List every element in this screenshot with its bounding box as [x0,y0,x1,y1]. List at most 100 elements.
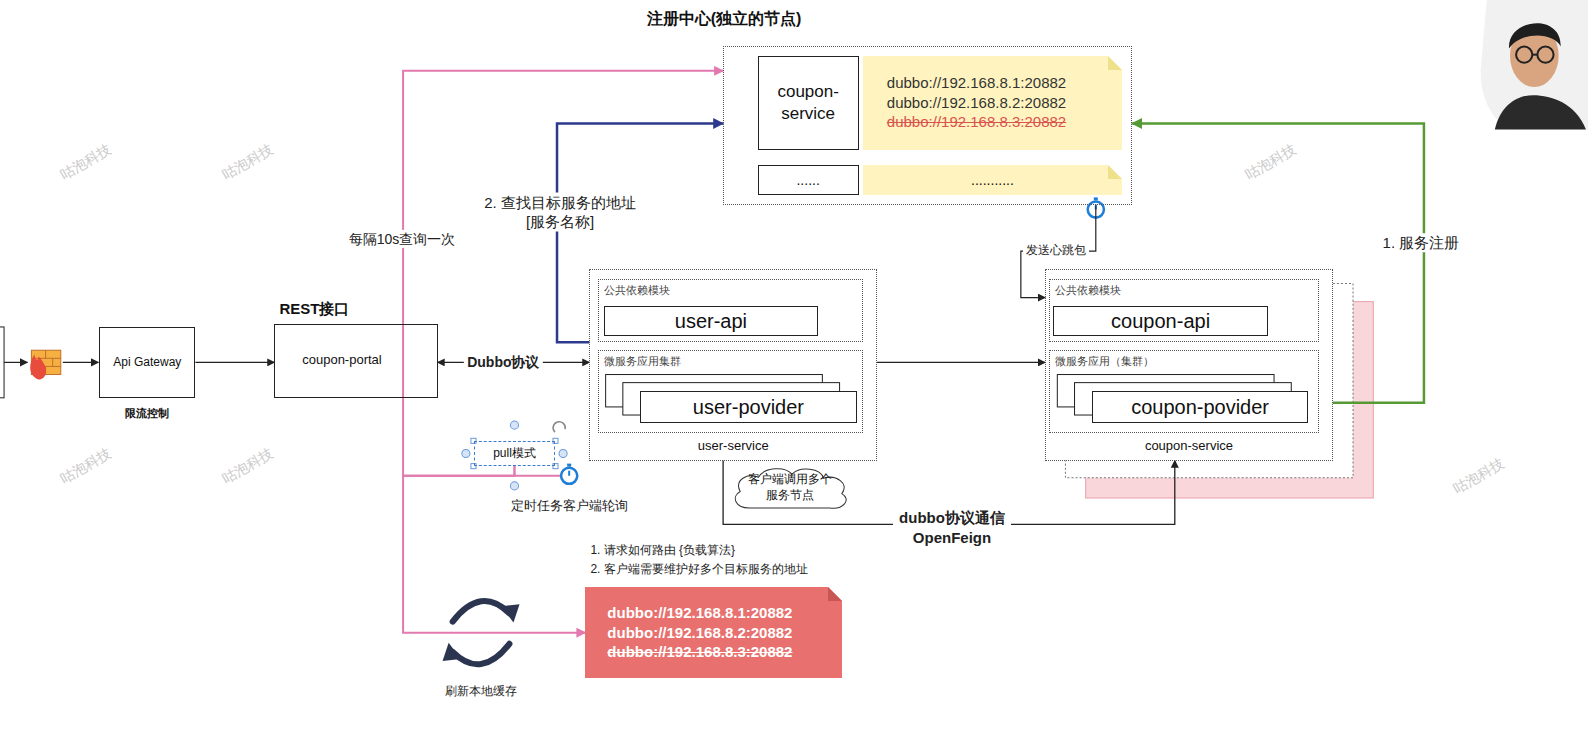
watermark: 咕泡科技 [220,444,277,487]
note-fold [1108,165,1122,179]
cluster-group: 微服务应用（集群） coupon-povider [1049,350,1318,433]
client-box-edge [0,327,4,398]
handle [510,482,518,490]
placeholder-note: ........... [863,165,1122,195]
handle [462,449,470,457]
node-text: coupon-portal [302,352,382,369]
refresh-arrowhead [501,604,519,622]
module-box: coupon-api [1053,306,1268,336]
presenter-avatar [1481,0,1588,130]
cache-note: dubbo://192.168.8.1:20882dubbo://192.168… [585,587,842,678]
node-text: user-povider [693,394,804,420]
instance-box: coupon-povider [1092,391,1309,423]
connector [1132,123,1424,402]
brick-line [45,350,46,358]
pink-wire [514,475,561,477]
avatar-glasses [1537,47,1553,63]
rotate-handle [553,422,565,432]
portal-box: REST接口coupon-portal [274,324,437,398]
portal-heading: REST接口 [279,299,349,319]
group-label: 微服务应用集群 [604,354,681,368]
service-group: coupon-service公共依赖模块coupon-api微服务应用（集群）c… [1045,269,1333,460]
edge-label: 每隔10s查询一次 [346,230,459,248]
edge-label: 2. 查找目标服务的地址 [服务名称] [473,192,647,231]
note-body [863,56,1122,150]
node-text: dubbo://192.168.8.2:20882 [607,623,792,643]
gateway-box: Api Gateway限流控制 [99,327,195,398]
watermark: 咕泡科技 [1450,454,1507,497]
group-label: 微服务应用（集群） [1055,354,1154,368]
node-text: dubbo://192.168.8.3:20882 [607,642,792,662]
registry-box: 注册中心(独立的节点)coupon-servicedubbo://192.168… [723,46,1132,206]
note-fold [828,587,842,601]
edge-label: 发送心跳包 [1023,243,1089,259]
stopwatch-hand [568,471,570,476]
module-box: user-api [604,306,819,336]
avatar-ground [1481,0,1588,130]
note-label: 2. 客户端需要维护好多个目标服务的地址 [590,562,807,576]
node-text: coupon-api [1111,308,1210,334]
registry-title: 注册中心(独立的节点) [647,9,802,30]
cluster-ground [1045,269,1333,460]
watermark: 咕泡科技 [220,141,277,184]
node-text: ........... [971,171,1014,189]
node-text: Api Gateway [113,355,181,371]
group-label: 公共依赖模块 [604,283,670,297]
connector [403,466,585,633]
note-label: 1. 请求如何路由 {负载算法} [590,542,735,556]
icon-caption: 刷新本地缓存 [445,684,517,698]
cloud-outline [735,468,846,507]
watermark: 咕泡科技 [58,444,115,487]
edge-label: Dubbo协议 [464,353,542,371]
service-group: user-service 公共依赖模块 user-api 微服务应用集群 user-po… [589,269,877,460]
stopwatch-icon [561,464,577,484]
node-text: ...... [796,171,819,189]
handle [510,421,518,429]
note-label: 定时任务客户端轮询 [511,498,628,514]
node-text: pull模式 [493,446,536,462]
refresh-arrowhead [443,643,461,661]
refresh-arc [453,644,510,664]
node-text: dubbo://192.168.8.1:20882 [887,73,1066,93]
node-text: coupon-service [765,81,852,125]
handle [553,464,558,469]
flame [30,354,46,379]
avatar-glasses [1516,47,1532,63]
wire [63,362,98,363]
stopwatch-crown [1094,197,1098,200]
selected-label-box: pull模式 [474,441,555,465]
wire [4,362,27,363]
watermark: 咕泡科技 [58,141,115,184]
refresh-arc [453,601,510,621]
connector [1021,205,1096,297]
address-note: dubbo://192.168.8.1:20882dubbo://192.168… [863,56,1122,150]
callout-cloud: 客户端调用多个服务节点 [727,465,853,512]
avatar-shoulders [1495,95,1586,129]
avatar-hair [1509,23,1561,48]
service-name-box: coupon-service [758,56,859,150]
stopwatch-crown [567,464,571,467]
module-group: 公共依赖模块 user-api [598,279,863,342]
note-body [585,587,842,678]
gateway-caption: 限流控制 [125,406,169,420]
stopwatch-face [561,468,577,484]
handle [559,449,567,457]
note-fold [1108,56,1122,70]
node-text: dubbo://192.168.8.3:20882 [887,112,1066,132]
firewall-icon [30,350,60,379]
selection-handles [462,421,567,490]
group-label: user-service [698,438,769,455]
watermark: 咕泡科技 [1243,141,1300,184]
module-group: 公共依赖模块 coupon-api [1049,279,1318,342]
connector [195,362,274,363]
brick-line [52,358,53,366]
placeholder-box: ...... [758,165,859,195]
node-text: dubbo://192.168.8.2:20882 [887,93,1066,113]
cluster-group: 微服务应用集群 user-povider [598,350,863,433]
avatar-glasses [1532,54,1537,56]
node-text: dubbo://192.168.8.1:20882 [607,603,792,623]
group-label: 公共依赖模块 [1055,283,1121,297]
connector [877,362,1045,363]
node-text: coupon-povider [1131,394,1269,420]
